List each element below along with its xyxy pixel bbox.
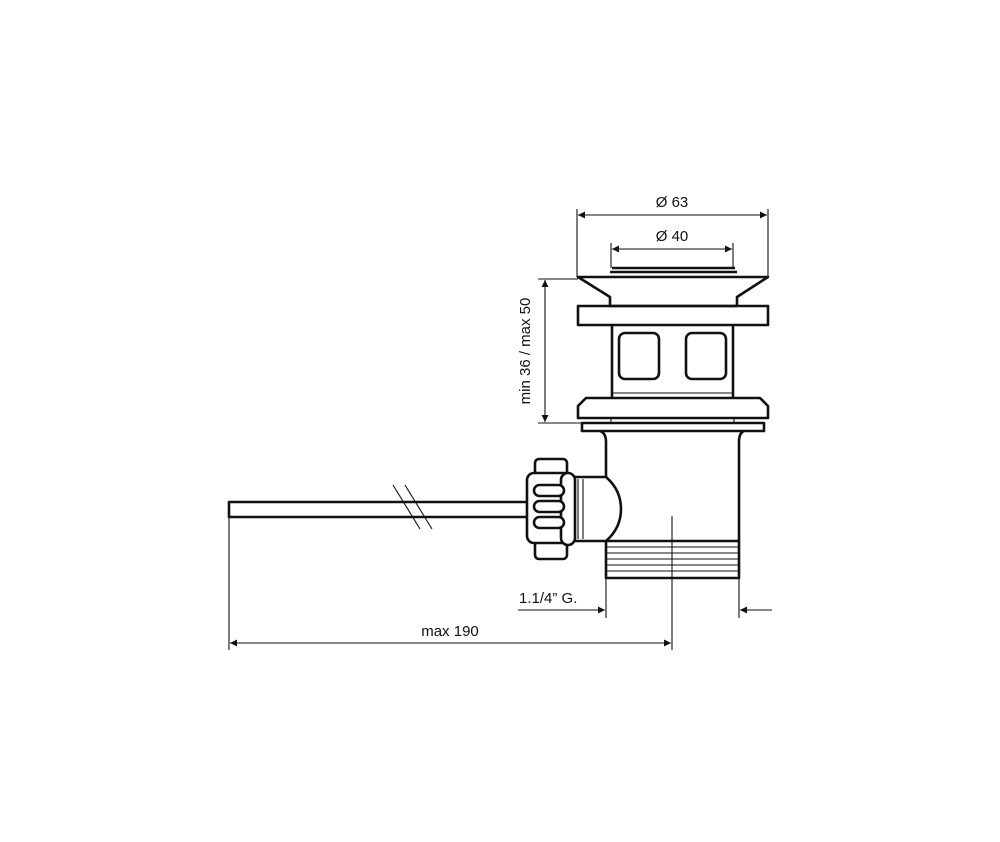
dim-inner-diameter: Ø 40 — [610, 228, 734, 268]
lower-flange — [576, 396, 770, 433]
dim-thread: 1.1/4” G. — [518, 578, 772, 618]
dim-outer-diameter: Ø 63 — [576, 194, 769, 277]
upper-plate — [576, 304, 770, 327]
dim-rod-length: max 190 — [228, 517, 671, 650]
side-connector — [574, 475, 623, 543]
top-flange — [576, 266, 770, 308]
knurled-nut — [525, 457, 577, 561]
label-rod-length: max 190 — [421, 623, 479, 640]
window-left — [617, 331, 661, 381]
valve-body — [610, 325, 735, 397]
label-outer-diameter: Ø 63 — [656, 194, 689, 211]
break-mark — [392, 484, 421, 530]
lever-rod — [227, 484, 527, 530]
dim-height: min 36 / max 50 — [517, 278, 582, 424]
label-height-range: min 36 / max 50 — [517, 298, 534, 405]
tail-pipe — [599, 429, 745, 650]
window-right — [684, 331, 728, 381]
label-thread: 1.1/4” G. — [519, 590, 577, 607]
label-inner-diameter: Ø 40 — [656, 228, 689, 245]
